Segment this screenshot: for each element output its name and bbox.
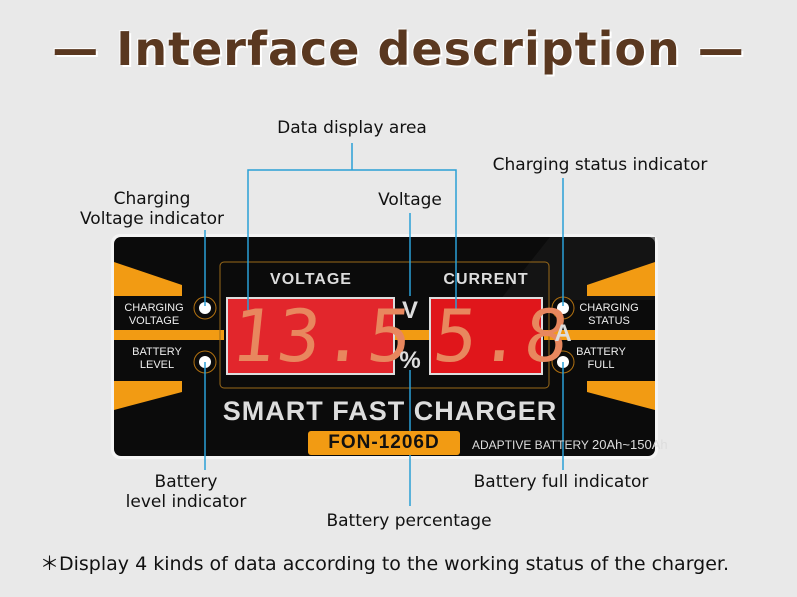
voltage-header: VOLTAGE [270, 271, 352, 288]
orange-wedge-right-bottom [587, 381, 655, 410]
unit-v: V [401, 297, 419, 324]
callout-data-display-area: Data display area [277, 118, 427, 138]
orange-wedge-right-top [587, 262, 655, 296]
bracket-data-display [247, 169, 457, 312]
adaptive-battery-text: ADAPTIVE BATTERY 20Ah~150Ah [472, 437, 668, 452]
unit-a: A [554, 320, 572, 347]
voltage-display [228, 299, 393, 373]
voltage-value: 13.5 [227, 294, 418, 378]
unit-percent: % [399, 347, 421, 374]
callout-battery-percentage: Battery percentage [326, 511, 492, 531]
current-header: CURRENT [443, 271, 529, 288]
footnote: ＊Display 4 kinds of data according to th… [40, 553, 730, 575]
callout-lines [204, 143, 564, 506]
current-display [431, 299, 541, 373]
callout-battery-full: Battery full indicator [473, 472, 649, 492]
brand-text: SMART FAST CHARGER [222, 396, 558, 426]
display-frame [219, 261, 550, 389]
model-badge: FON-1206D [308, 431, 460, 455]
page-title: — Interface description — [52, 22, 745, 76]
orange-wedge-left-top [114, 262, 182, 296]
callout-voltage: Voltage [378, 190, 442, 210]
callout-charging-status: Charging status indicator [492, 155, 708, 175]
orange-wedge-left-bottom [114, 381, 182, 410]
current-value: 5.8 [429, 294, 575, 378]
